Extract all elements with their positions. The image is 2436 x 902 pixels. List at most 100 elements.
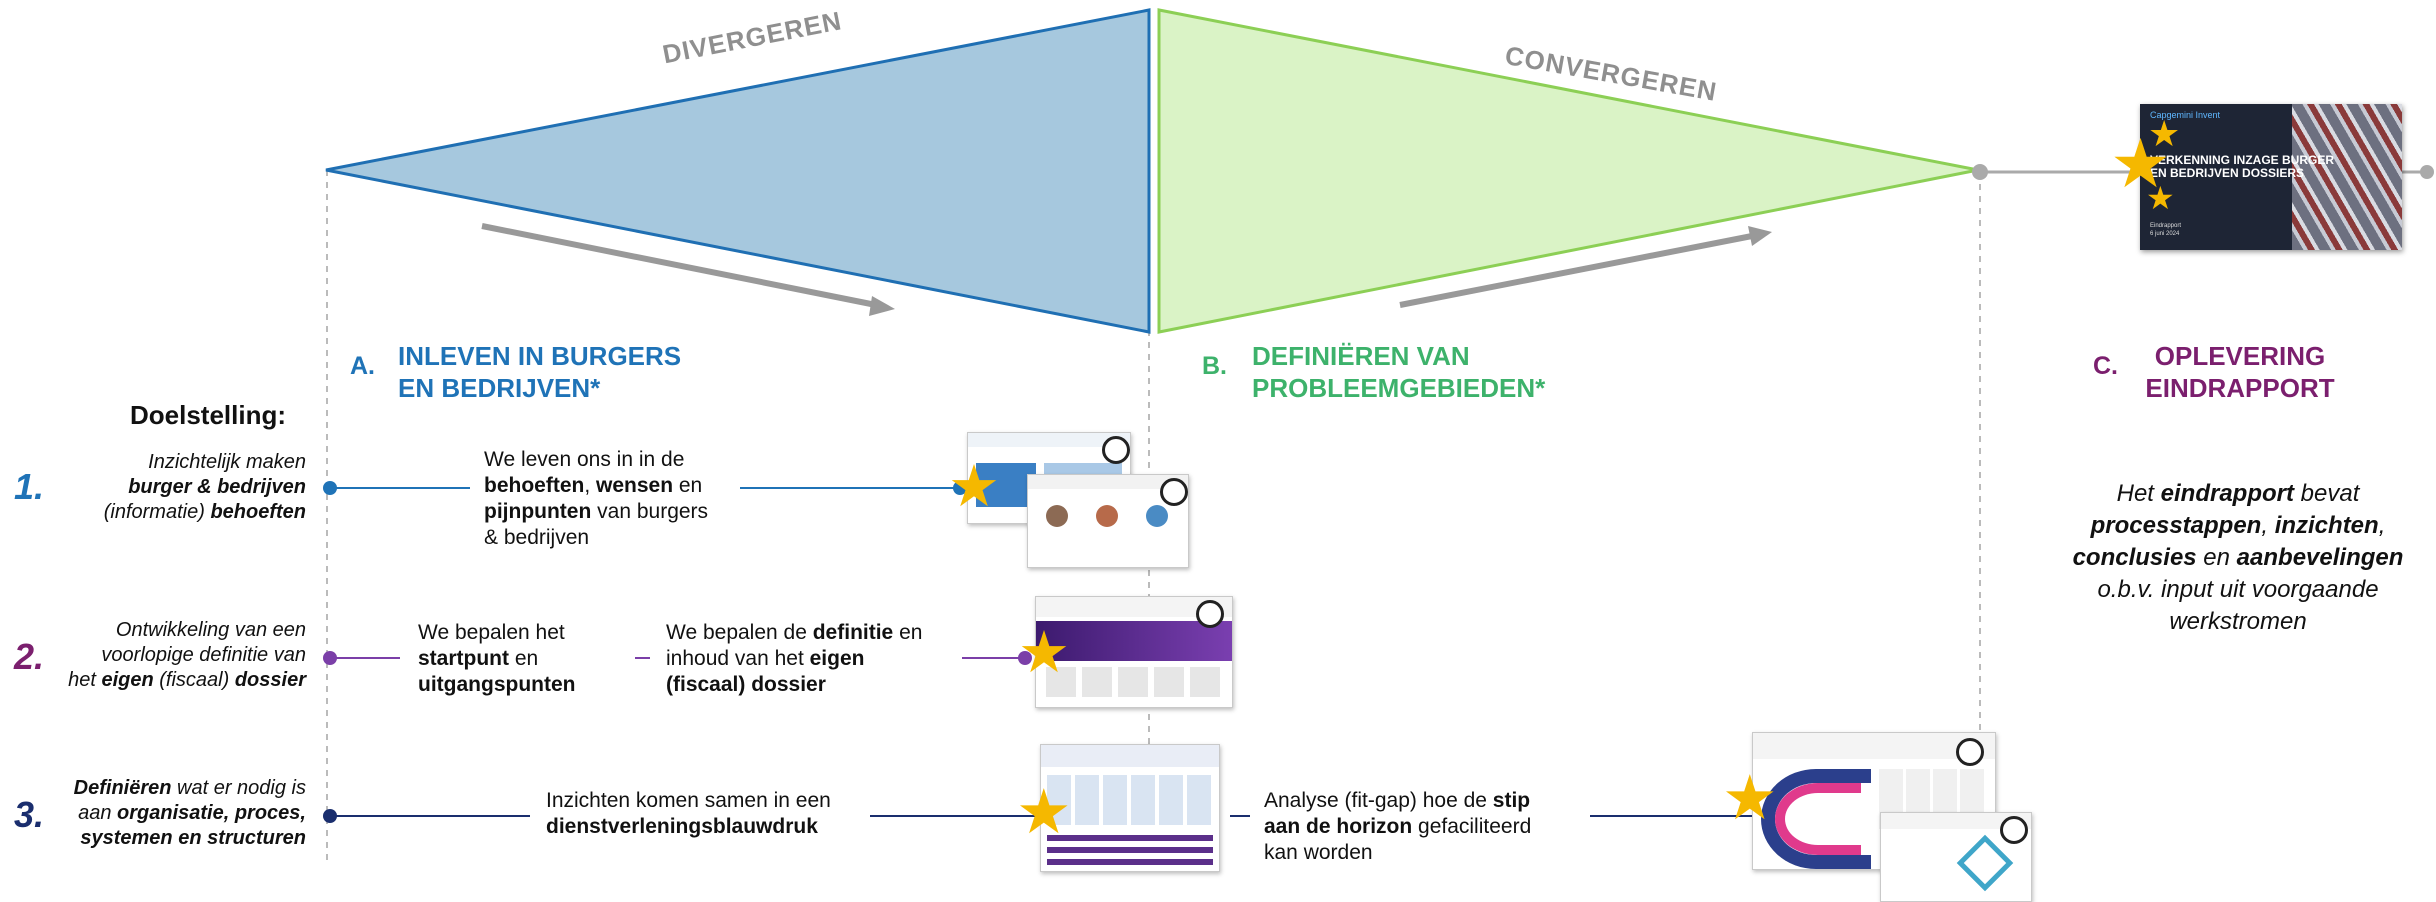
goal3-line3: systemen en structuren xyxy=(80,827,306,849)
doc-1b-avatar-1 xyxy=(1046,505,1068,527)
report-cover-subtitle: Eindrapport 6 juni 2024 xyxy=(2150,222,2181,238)
phase-a-title-line2: EN BEDRIJVEN* xyxy=(398,373,601,403)
phase-b-letter: B. xyxy=(1202,352,1227,380)
goal2-start-node xyxy=(323,651,337,665)
step1-text: We leven ons in in de behoeften, wensen … xyxy=(484,447,734,551)
star-icon: ★ xyxy=(948,454,1000,519)
doc-thumbnail-3[interactable] xyxy=(1040,744,1220,872)
goal1-text: Inzichtelijk maken burger & bedrijven (i… xyxy=(40,450,306,525)
eindrapport-description: Het eindrapport bevat processtappen, inz… xyxy=(2048,478,2428,638)
doc-4b-header xyxy=(1881,813,2031,829)
converge-arrow xyxy=(1399,233,1753,308)
doc-2-badge xyxy=(1196,600,1224,628)
doc-2-header xyxy=(1036,597,1232,617)
phase-c-title-line2: EINDRAPPORT xyxy=(2145,373,2335,403)
step3b-line2: aan de horizon gefaciliteerd xyxy=(1264,815,1532,838)
eindrapport-line4: o.b.v. input uit voorgaande xyxy=(2097,576,2379,603)
report-cover-thumbnail[interactable]: Capgemini Invent VERKENNING INZAGE BURGE… xyxy=(2140,104,2402,250)
phase-b-title: DEFINIËREN VAN PROBLEEMGEBIEDEN* xyxy=(1252,340,1545,404)
doc-1b-header xyxy=(1028,475,1188,489)
goal3-start-node xyxy=(323,809,337,823)
doc-1a-image xyxy=(976,463,1036,507)
doc-1a-header xyxy=(968,433,1130,447)
goal2-line2: voorlopige definitie van xyxy=(101,644,306,666)
step2b-text: We bepalen de definitie en inhoud van he… xyxy=(666,620,956,698)
doc-4a-badge xyxy=(1956,738,1984,766)
step2a-line2: startpunt en xyxy=(418,647,539,670)
goal1-line1: Inzichtelijk maken xyxy=(148,451,306,473)
phase-a-title-line1: INLEVEN IN BURGERS xyxy=(398,341,682,371)
report-cover-title-line2: EN BEDRIJVEN DOSSIERS xyxy=(2150,166,2305,180)
goal1-start-node xyxy=(323,481,337,495)
doc-2-band xyxy=(1036,621,1232,661)
diverge-arrow xyxy=(481,223,877,308)
doc-4b-diamond xyxy=(1956,834,2014,892)
phase-c-letter: C. xyxy=(2093,352,2118,380)
doc-2-columns xyxy=(1046,667,1222,697)
step1-line4: & bedrijven xyxy=(484,526,590,549)
doc-1a-badge xyxy=(1102,436,1130,464)
eindrapport-line5: werkstromen xyxy=(2169,608,2307,635)
goal1-end-node xyxy=(953,481,967,495)
step3b-line1: Analyse (fit-gap) hoe de stip xyxy=(1264,789,1531,812)
doc-3-grid xyxy=(1047,775,1213,825)
goal3-line2: aan organisatie, proces, xyxy=(78,802,306,824)
goal2-line3: het eigen (fiscaal) dossier xyxy=(68,669,306,691)
star-icon: ★ xyxy=(2148,113,2181,154)
report-end-node xyxy=(2420,165,2434,179)
phase-a-letter: A. xyxy=(350,352,375,380)
star-icon: ★ xyxy=(1016,778,1072,847)
step3a-text: Inzichten komen samen in een dienstverle… xyxy=(546,788,866,840)
step3a-line1: Inzichten komen samen in een xyxy=(546,789,831,812)
doc-4a-header xyxy=(1753,733,1995,759)
step2a-text: We bepalen het startpunt en uitgangspunt… xyxy=(418,620,628,698)
goal1-line2: burger & bedrijven xyxy=(128,476,306,498)
star-icon: ★ xyxy=(1018,620,1070,685)
step1-line3: pijnpunten van burgers xyxy=(484,500,709,523)
goal3-number: 3. xyxy=(14,794,45,835)
doc-4b-badge xyxy=(2000,816,2028,844)
star-icon: ★ xyxy=(2110,126,2171,202)
phase-b-title-line1: DEFINIËREN VAN xyxy=(1252,341,1470,371)
doc-4a-arc-inner xyxy=(1775,783,1861,855)
converge-arrowhead xyxy=(1748,226,1772,246)
phase-b-title-line2: PROBLEEMGEBIEDEN* xyxy=(1252,373,1546,403)
doc-3-header xyxy=(1041,745,1219,767)
goal2-line1: Ontwikkeling van een xyxy=(115,619,306,641)
step2b-line3: (fiscaal) dossier xyxy=(666,673,826,696)
funnel-end-node xyxy=(1972,164,1988,180)
report-cover-title-line1: VERKENNING INZAGE BURGER xyxy=(2150,153,2335,167)
report-cover-title: VERKENNING INZAGE BURGER EN BEDRIJVEN DO… xyxy=(2150,154,2334,180)
star-icon: ★ xyxy=(1722,764,1778,833)
phase-a-title: INLEVEN IN BURGERS EN BEDRIJVEN* xyxy=(398,340,681,404)
goal3-text: Definiëren wat er nodig is aan organisat… xyxy=(40,776,306,851)
doc-thumbnail-2[interactable] xyxy=(1035,596,1233,708)
eindrapport-line3: conclusies en aanbevelingen xyxy=(2072,544,2404,571)
step3b-text: Analyse (fit-gap) hoe de stip aan de hor… xyxy=(1264,788,1584,866)
phase-c-title: OPLEVERING EINDRAPPORT xyxy=(2140,340,2340,404)
doc-thumbnail-4b[interactable] xyxy=(1880,812,2032,902)
step2b-line2: inhoud van het eigen xyxy=(666,647,865,670)
report-cover-sub2: 6 juni 2024 xyxy=(2150,231,2180,237)
doc-thumbnail-4a[interactable] xyxy=(1752,732,1996,870)
diverge-arrowhead xyxy=(869,296,895,316)
doc-1b-avatar-2 xyxy=(1096,505,1118,527)
goal2-text: Ontwikkeling van een voorlopige definiti… xyxy=(40,618,306,693)
step1-line1: We leven ons in in de xyxy=(484,448,685,471)
step3a-line2: dienstverleningsblauwdruk xyxy=(546,815,818,838)
goal2-end-node xyxy=(1018,651,1032,665)
star-icon: ★ xyxy=(2146,180,2175,216)
doelstelling-heading: Doelstelling: xyxy=(130,400,287,430)
goal1-line3: (informatie) behoeften xyxy=(103,501,306,523)
report-cover-sub1: Eindrapport xyxy=(2150,223,2182,229)
doc-1b-badge xyxy=(1160,478,1188,506)
doc-1b-avatar-3 xyxy=(1146,505,1168,527)
goal3-line1: Definiëren wat er nodig is xyxy=(73,777,306,799)
diverge-funnel xyxy=(325,8,1151,334)
report-cover-image xyxy=(2292,104,2402,250)
step2a-line3: uitgangspunten xyxy=(418,673,576,696)
converge-funnel xyxy=(1157,8,1979,334)
goal1-number: 1. xyxy=(14,466,45,507)
goal2-number: 2. xyxy=(14,636,45,677)
step1-line2: behoeften, wensen en xyxy=(484,474,703,497)
